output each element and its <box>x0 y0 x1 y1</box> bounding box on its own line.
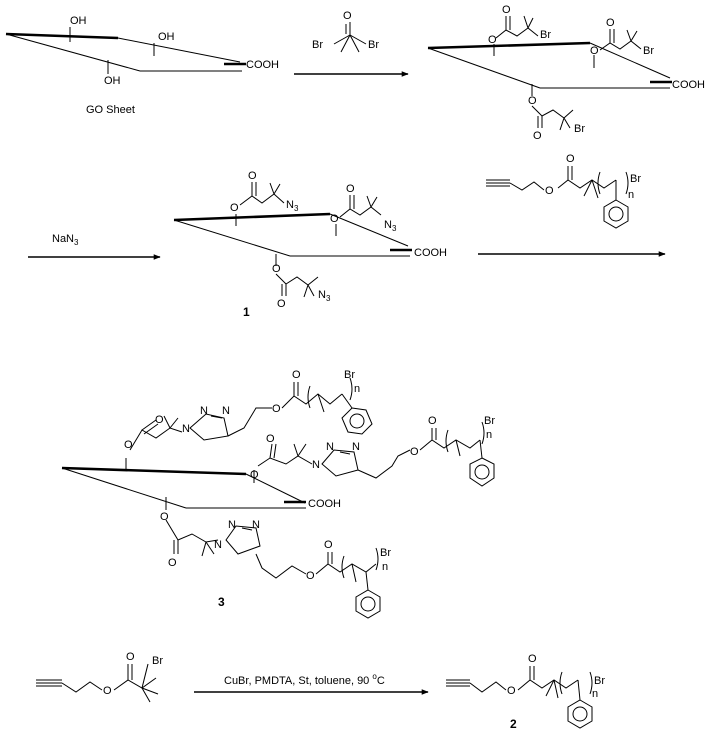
triazole-n-label: N <box>326 441 334 453</box>
repeat-n-label: n <box>486 429 492 441</box>
compound-3-number: 3 <box>218 595 225 609</box>
azide-label: N3 <box>384 219 397 233</box>
cooh-label: COOH <box>308 498 341 510</box>
o-atom-label: O <box>103 685 112 697</box>
o-atom-label: O <box>488 34 497 46</box>
cooh-label: COOH <box>246 59 279 71</box>
repeat-n-label: n <box>382 561 388 573</box>
o-atom-label: O <box>428 415 437 427</box>
bromoisobutyryl-bromide-structure: O Br Br <box>312 10 379 53</box>
o-atom-label: O <box>606 17 615 29</box>
go-br-initiator-structure: COOH O O Br O O Br O O Br <box>427 4 705 142</box>
o-atom-label: O <box>124 439 133 451</box>
o-atom-label: O <box>277 298 286 310</box>
br-label: Br <box>540 29 551 41</box>
atrp-conditions: CuBr, PMDTA, St, toluene, 90 oC <box>224 672 385 687</box>
triazole-n-label: N <box>200 405 208 417</box>
triazole-n-label: N <box>222 405 230 417</box>
br-label: Br <box>380 547 391 559</box>
o-atom-label: O <box>330 213 339 225</box>
br-label: Br <box>643 45 654 57</box>
repeat-n-label: n <box>354 383 360 395</box>
go-polystyrene-compound-3-structure: COOH O O N N N O O Br n O O <box>61 369 495 619</box>
br-label: Br <box>312 39 323 51</box>
o-atom-label: O <box>250 469 259 481</box>
oh-label: OH <box>158 31 175 43</box>
triazole-n-label: N <box>312 459 320 471</box>
triazole-n-label: N <box>228 519 236 531</box>
o-atom-label: O <box>126 651 135 663</box>
cooh-label: COOH <box>672 79 705 91</box>
br-label: Br <box>368 39 379 51</box>
br-label: Br <box>152 655 163 667</box>
o-atom-label: O <box>346 183 355 195</box>
azide-label: N3 <box>286 199 299 213</box>
o-atom-label: O <box>545 185 554 197</box>
triazole-n-label: N <box>214 539 222 551</box>
nan3-reagent: NaN3 <box>52 233 79 247</box>
oh-label: OH <box>104 75 121 87</box>
o-atom-label: O <box>533 130 542 142</box>
repeat-n-label: n <box>592 688 598 700</box>
oh-label: OH <box>70 15 87 27</box>
o-atom-label: O <box>306 570 315 582</box>
o-atom-label: O <box>230 202 239 214</box>
o-atom-label: O <box>528 653 537 665</box>
repeat-n-label: n <box>628 189 634 201</box>
br-label: Br <box>344 369 355 381</box>
o-atom-label: O <box>292 369 301 381</box>
o-atom-label: O <box>168 557 177 569</box>
cooh-label: COOH <box>414 247 447 259</box>
o-atom-label: O <box>324 539 333 551</box>
o-atom-label: O <box>248 170 257 182</box>
o-atom-label: O <box>343 10 352 22</box>
o-atom-label: O <box>266 433 275 445</box>
compound-1-number: 1 <box>243 305 250 319</box>
o-atom-label: O <box>590 45 599 57</box>
br-label: Br <box>594 675 605 687</box>
o-atom-label: O <box>528 95 537 107</box>
o-atom-label: O <box>502 4 511 16</box>
br-label: Br <box>574 123 585 135</box>
go-azide-compound-1-structure: COOH O O N3 O O N3 O O N3 <box>173 170 447 310</box>
br-label: Br <box>630 173 641 185</box>
azide-label: N3 <box>318 289 331 303</box>
alkyne-polystyrene-compound-2-structure: O O Br n <box>446 653 605 729</box>
o-atom-label: O <box>272 403 281 415</box>
triazole-n-label: N <box>252 519 260 531</box>
triazole-n-label: N <box>352 441 360 453</box>
o-atom-label: O <box>566 153 575 165</box>
compound-2-number: 2 <box>510 717 517 731</box>
o-atom-label: O <box>155 414 164 426</box>
triazole-n-label: N <box>182 423 190 435</box>
go-sheet-structure: OH OH OH COOH <box>5 15 279 87</box>
alkyne-polystyrene-reagent: O O Br n <box>486 153 641 229</box>
br-label: Br <box>484 415 495 427</box>
o-atom-label: O <box>160 511 169 523</box>
go-sheet-label: GO Sheet <box>86 104 135 116</box>
o-atom-label: O <box>410 446 419 458</box>
o-atom-label: O <box>272 263 281 275</box>
alkyne-initiator-structure: O O Br <box>36 651 163 703</box>
o-atom-label: O <box>507 685 516 697</box>
